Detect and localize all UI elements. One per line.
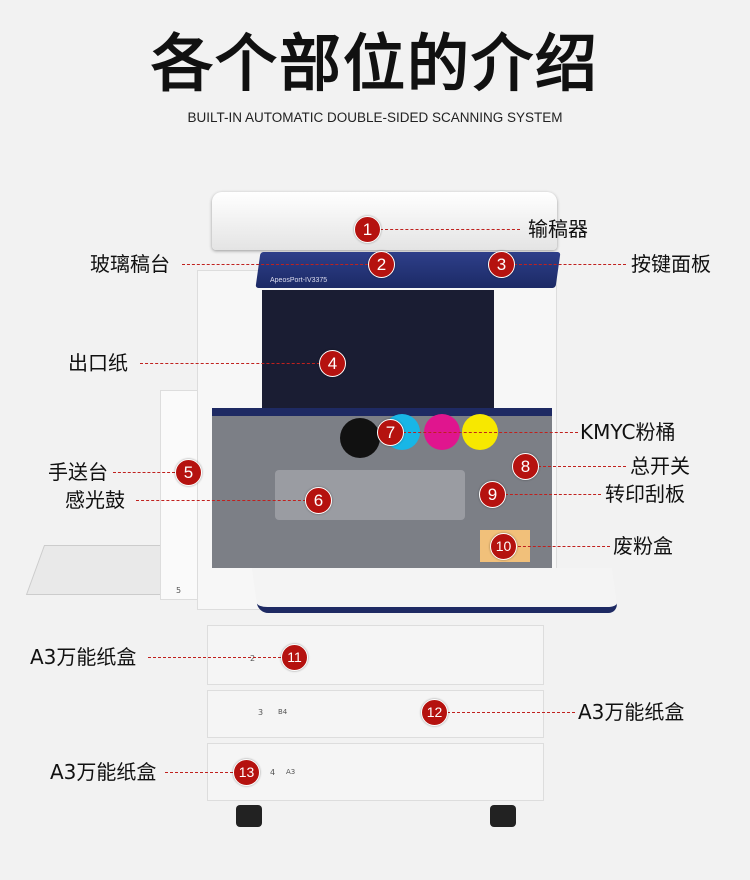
callout-5: 5 [175, 459, 202, 486]
label-waste-toner-box: 废粉盒 [613, 534, 673, 558]
bypass-number: 5 [176, 586, 182, 595]
label-output-tray: 出口纸 [68, 351, 128, 375]
callout-11: 11 [281, 644, 308, 671]
label-tray-3: A3万能纸盒 [50, 760, 157, 784]
callout-7: 7 [377, 419, 404, 446]
label-drum: 感光鼓 [65, 488, 125, 512]
leader-line [182, 264, 368, 265]
callout-10: 10 [490, 533, 517, 560]
label-control-panel: 按键面板 [631, 252, 711, 276]
leader-line [165, 772, 233, 773]
callout-2: 2 [368, 251, 395, 278]
callout-3: 3 [488, 251, 515, 278]
document-feeder [212, 192, 557, 250]
tray-number: 4 [270, 768, 276, 777]
leader-line [380, 229, 520, 230]
tray-1 [207, 625, 544, 685]
drum-unit [275, 470, 465, 520]
front-door [251, 568, 619, 613]
tray-number: 2 [250, 654, 256, 663]
callout-13: 13 [233, 759, 260, 786]
caster-wheel [236, 805, 262, 827]
tray-3 [207, 743, 544, 801]
tray-number: 3 [258, 708, 264, 717]
tray-2 [207, 690, 544, 738]
label-tray-1: A3万能纸盒 [30, 645, 137, 669]
callout-8: 8 [512, 453, 539, 480]
toner-black [340, 418, 380, 458]
label-transfer-blade: 转印刮板 [605, 482, 685, 506]
callout-12: 12 [421, 699, 448, 726]
leader-line [148, 657, 281, 658]
tray-size: A3 [286, 768, 296, 776]
leader-line [447, 712, 575, 713]
output-area [262, 290, 494, 420]
leader-line [403, 432, 578, 433]
page-subtitle: BUILT-IN AUTOMATIC DOUBLE-SIDED SCANNING… [187, 110, 563, 125]
leader-line [505, 494, 601, 495]
callout-1: 1 [354, 216, 381, 243]
model-label: ApeosPort-IV3375 [270, 277, 328, 284]
page-title: 各个部位的介绍 [150, 27, 599, 100]
callout-6: 6 [305, 487, 332, 514]
label-platen-glass: 玻璃稿台 [90, 252, 170, 276]
label-tray-2: A3万能纸盒 [578, 700, 685, 724]
label-document-feeder: 输稿器 [528, 217, 588, 241]
label-bypass-tray: 手送台 [48, 460, 108, 484]
leader-line [514, 264, 626, 265]
callout-4: 4 [319, 350, 346, 377]
leader-line [113, 472, 175, 473]
tray-size: B4 [278, 708, 288, 716]
label-toner: KMYC粉桶 [580, 420, 676, 444]
leader-line [136, 500, 306, 501]
caster-wheel [490, 805, 516, 827]
label-main-switch: 总开关 [630, 454, 690, 478]
leader-line [518, 546, 610, 547]
leader-line [140, 363, 320, 364]
callout-9: 9 [479, 481, 506, 508]
leader-line [538, 466, 626, 467]
